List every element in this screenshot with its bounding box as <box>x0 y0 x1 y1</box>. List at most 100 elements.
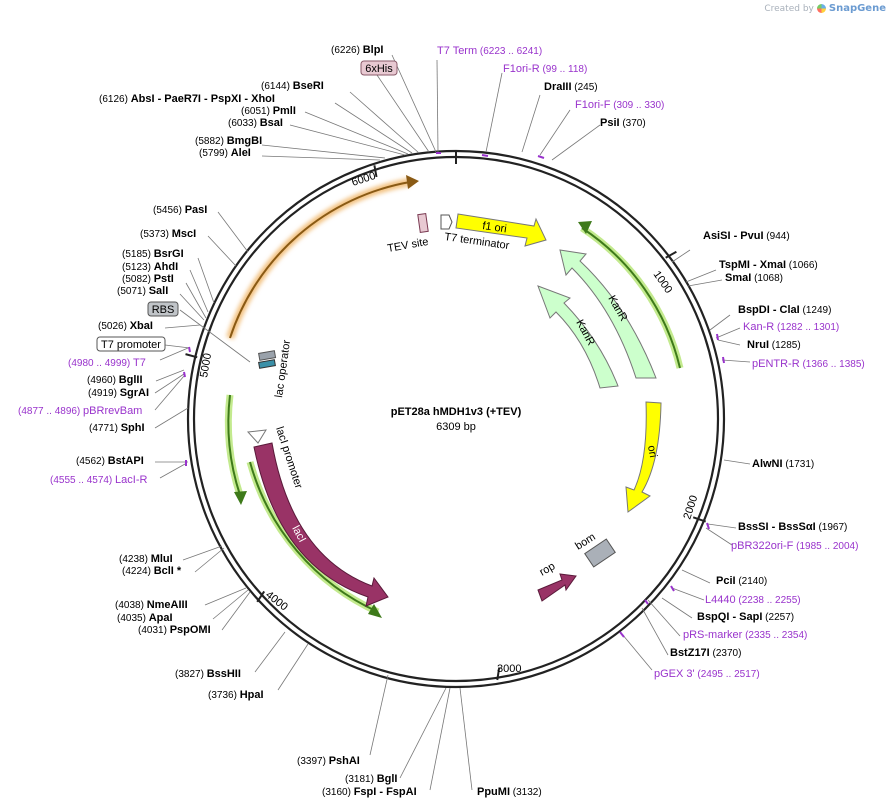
enzyme-label: (6126) AbsI - PaeR7I - PspXI - XhoI <box>99 93 275 105</box>
enzyme-name: PciI <box>716 575 736 587</box>
enzyme-name: PasI <box>185 204 208 216</box>
primer-range: (4877 .. 4896) <box>18 406 83 417</box>
enzyme-name: PmlI <box>273 105 296 117</box>
plasmid-name: pET28a hMDH1v3 (+TEV) <box>391 406 522 418</box>
enzyme-label: (6144) BseRI <box>261 80 324 92</box>
ori-feature: ori <box>625 401 662 513</box>
enzyme-name: FspI - FspAI <box>354 786 417 798</box>
primer-name: F1ori-F <box>575 99 611 111</box>
brand-name: SnapGene <box>828 3 886 14</box>
primer-name: pENTR-R <box>752 358 800 370</box>
primer-range: (1366 .. 1385) <box>800 359 865 370</box>
enzyme-position: (1249) <box>800 305 832 316</box>
primer-range: (4980 .. 4999) <box>68 358 133 369</box>
rop-label: rop <box>538 560 558 578</box>
enzyme-name: NruI <box>747 339 769 351</box>
primer-range: (1282 .. 1301) <box>774 322 839 333</box>
enzyme-label: (3397) PshAI <box>297 755 360 767</box>
primer-range: (6223 .. 6241) <box>477 46 542 57</box>
primer-name: Kan-R <box>743 321 774 333</box>
enzyme-label: AlwNI (1731) <box>752 458 814 470</box>
enzyme-position: (1068) <box>751 273 783 284</box>
rbs-box: RBS <box>147 301 179 317</box>
enzyme-label: (4035) ApaI <box>117 612 173 624</box>
enzyme-position: (6126) <box>99 94 131 105</box>
primer-label: F1ori-F (309 .. 330) <box>575 99 664 111</box>
enzyme-position: (4224) <box>122 566 154 577</box>
kanr-feature-inner: KanR <box>537 285 619 389</box>
enzyme-name: BspQI - SapI <box>697 611 762 623</box>
enzyme-name: TspMI - XmaI <box>719 259 786 271</box>
enzyme-name: AlwNI <box>752 458 783 470</box>
enzyme-name: PpuMI <box>477 786 510 798</box>
enzyme-name: BssHII <box>207 668 241 680</box>
tick-label-2000: 2000 <box>681 494 700 521</box>
enzyme-position: (4960) <box>87 375 119 386</box>
enzyme-position: (5123) <box>122 262 154 273</box>
enzyme-label: (4771) SphI <box>89 422 145 434</box>
enzyme-label: (6033) BsaI <box>228 117 283 129</box>
primer-range: (1985 .. 2004) <box>793 541 858 552</box>
orange-feature-arc <box>226 175 419 340</box>
enzyme-name: SmaI <box>725 272 751 284</box>
primer-name: L4440 <box>705 594 736 606</box>
enzyme-name: PsiI <box>600 117 620 129</box>
enzyme-name: BseRI <box>293 80 324 92</box>
enzyme-position: (5185) <box>122 249 154 260</box>
enzyme-label: NruI (1285) <box>747 339 801 351</box>
primer-name: T7 Term <box>437 45 477 57</box>
enzyme-name: DraIII <box>544 81 572 93</box>
enzyme-name: AbsI - PaeR7I - PspXI - XhoI <box>131 93 275 105</box>
primer-range: (99 .. 118) <box>540 64 588 75</box>
primer-label: Kan-R (1282 .. 1301) <box>743 321 839 333</box>
enzyme-label: BssSI - BssSαI (1967) <box>738 521 847 533</box>
enzyme-label: BspDI - ClaI (1249) <box>738 304 831 316</box>
enzyme-name: AhdI <box>154 261 178 273</box>
enzyme-position: (4038) <box>115 600 147 611</box>
enzyme-label: BspQI - SapI (2257) <box>697 611 794 623</box>
primer-name: pRS-marker <box>683 629 743 641</box>
enzyme-name: SalI <box>149 285 169 297</box>
primer-label: (4980 .. 4999) T7 <box>68 357 146 369</box>
enzyme-position: (370) <box>620 118 646 129</box>
t7-promoter-label: T7 promoter <box>101 339 161 351</box>
enzyme-label: (6226) BlpI <box>331 44 383 56</box>
primer-labels: T7 Term (6223 .. 6241)F1ori-R (99 .. 118… <box>18 45 865 680</box>
plasmid-length: 6309 bp <box>436 421 476 433</box>
tev-site-label: TEV site <box>386 236 429 255</box>
laci-feature: lacI <box>253 442 389 607</box>
enzyme-name: BlpI <box>363 44 384 56</box>
primer-name: LacI-R <box>115 474 147 486</box>
his-tag-box: 6xHis <box>360 60 398 76</box>
primer-label: pBR322ori-F (1985 .. 2004) <box>731 540 858 552</box>
enzyme-position: (3397) <box>297 756 329 767</box>
enzyme-name: MluI <box>151 553 173 565</box>
enzyme-label: (5082) PstI <box>122 273 174 285</box>
enzyme-name: BssSI - BssSαI <box>738 521 816 533</box>
primer-marks <box>183 152 725 638</box>
f1-ori-feature: f1 ori <box>455 213 547 247</box>
enzyme-name: NmeAIII <box>147 599 188 611</box>
primer-range: (309 .. 330) <box>610 100 664 111</box>
lac-operator-feature: lac operator <box>258 339 293 398</box>
enzyme-position: (5071) <box>117 286 149 297</box>
enzyme-label: (4224) BclI * <box>122 565 182 577</box>
snapgene-credit: Created by SnapGene <box>764 3 886 14</box>
enzyme-name: PstI <box>154 273 174 285</box>
enzyme-position: (3160) <box>322 787 354 798</box>
enzyme-label: (3181) BglI <box>345 773 397 785</box>
enzyme-name: SgrAI <box>120 387 149 399</box>
ori-label: ori <box>645 444 659 458</box>
enzyme-position: (6033) <box>228 118 260 129</box>
enzyme-position: (3827) <box>175 669 207 680</box>
enzyme-name: BglI <box>377 773 398 785</box>
tick-label-3000: 3000 <box>497 663 521 675</box>
enzyme-position: (5373) <box>140 229 172 240</box>
enzyme-label: (5799) AleI <box>199 147 251 159</box>
enzyme-name: MscI <box>172 228 196 240</box>
enzyme-label: (5026) XbaI <box>98 320 153 332</box>
enzyme-label: (5071) SalI <box>117 285 168 297</box>
primer-range: (2238 .. 2255) <box>736 595 801 606</box>
rop-feature: rop <box>537 560 577 602</box>
